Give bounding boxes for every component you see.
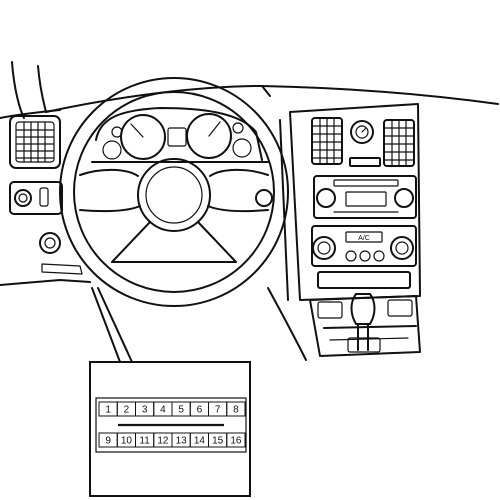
pin-row-bottom: 9 10 11 12 13 14 15 16 [98, 432, 246, 448]
pin-number: 14 [194, 436, 206, 447]
center-stack [279, 103, 421, 301]
pin-number: 5 [178, 405, 184, 416]
right-knob [255, 189, 273, 207]
pin-number: 13 [176, 436, 188, 447]
pin-cell [226, 401, 246, 417]
pin-cell [226, 432, 246, 448]
connector-inset-frame [89, 361, 251, 497]
pin-number: 10 [121, 436, 133, 447]
hazard-button-strip [349, 157, 381, 167]
pin-number: 3 [142, 405, 148, 416]
pin-number: 11 [139, 436, 150, 447]
climate-control-panel: A/C [311, 225, 417, 267]
radio-unit [313, 175, 417, 219]
callout-pointer [91, 287, 133, 363]
analog-clock [350, 120, 374, 144]
pin-row-top: 1 2 3 4 5 6 7 8 [98, 401, 246, 417]
pin-number: 8 [233, 405, 239, 416]
headlamp-switch [9, 181, 63, 215]
pin-number: 7 [215, 405, 221, 416]
left-air-vent [9, 115, 61, 169]
ignition-knob [39, 232, 61, 254]
connector-pin-8: 8 [226, 401, 246, 417]
pin-number: 15 [212, 436, 224, 447]
ac-label: A/C [358, 235, 370, 242]
pin-number: 2 [124, 405, 130, 416]
instrument-cluster [91, 107, 269, 163]
pin-number: 1 [105, 405, 111, 416]
center-vent-left [311, 117, 343, 165]
pin-number: 12 [157, 436, 169, 447]
connector-body [95, 397, 247, 453]
steering-wheel [59, 77, 289, 307]
connector-pin-16: 16 [226, 432, 246, 448]
pin-number: 6 [197, 405, 203, 416]
center-vent-right [383, 119, 415, 167]
dashboard-outline [0, 61, 499, 361]
pin-number: 9 [105, 436, 111, 447]
center-console [309, 295, 421, 357]
pin-number: 16 [230, 436, 242, 447]
pin-number: 4 [160, 405, 166, 416]
lower-left-panel [41, 263, 83, 275]
gear-shifter [347, 293, 381, 353]
storage-slot [317, 271, 411, 289]
